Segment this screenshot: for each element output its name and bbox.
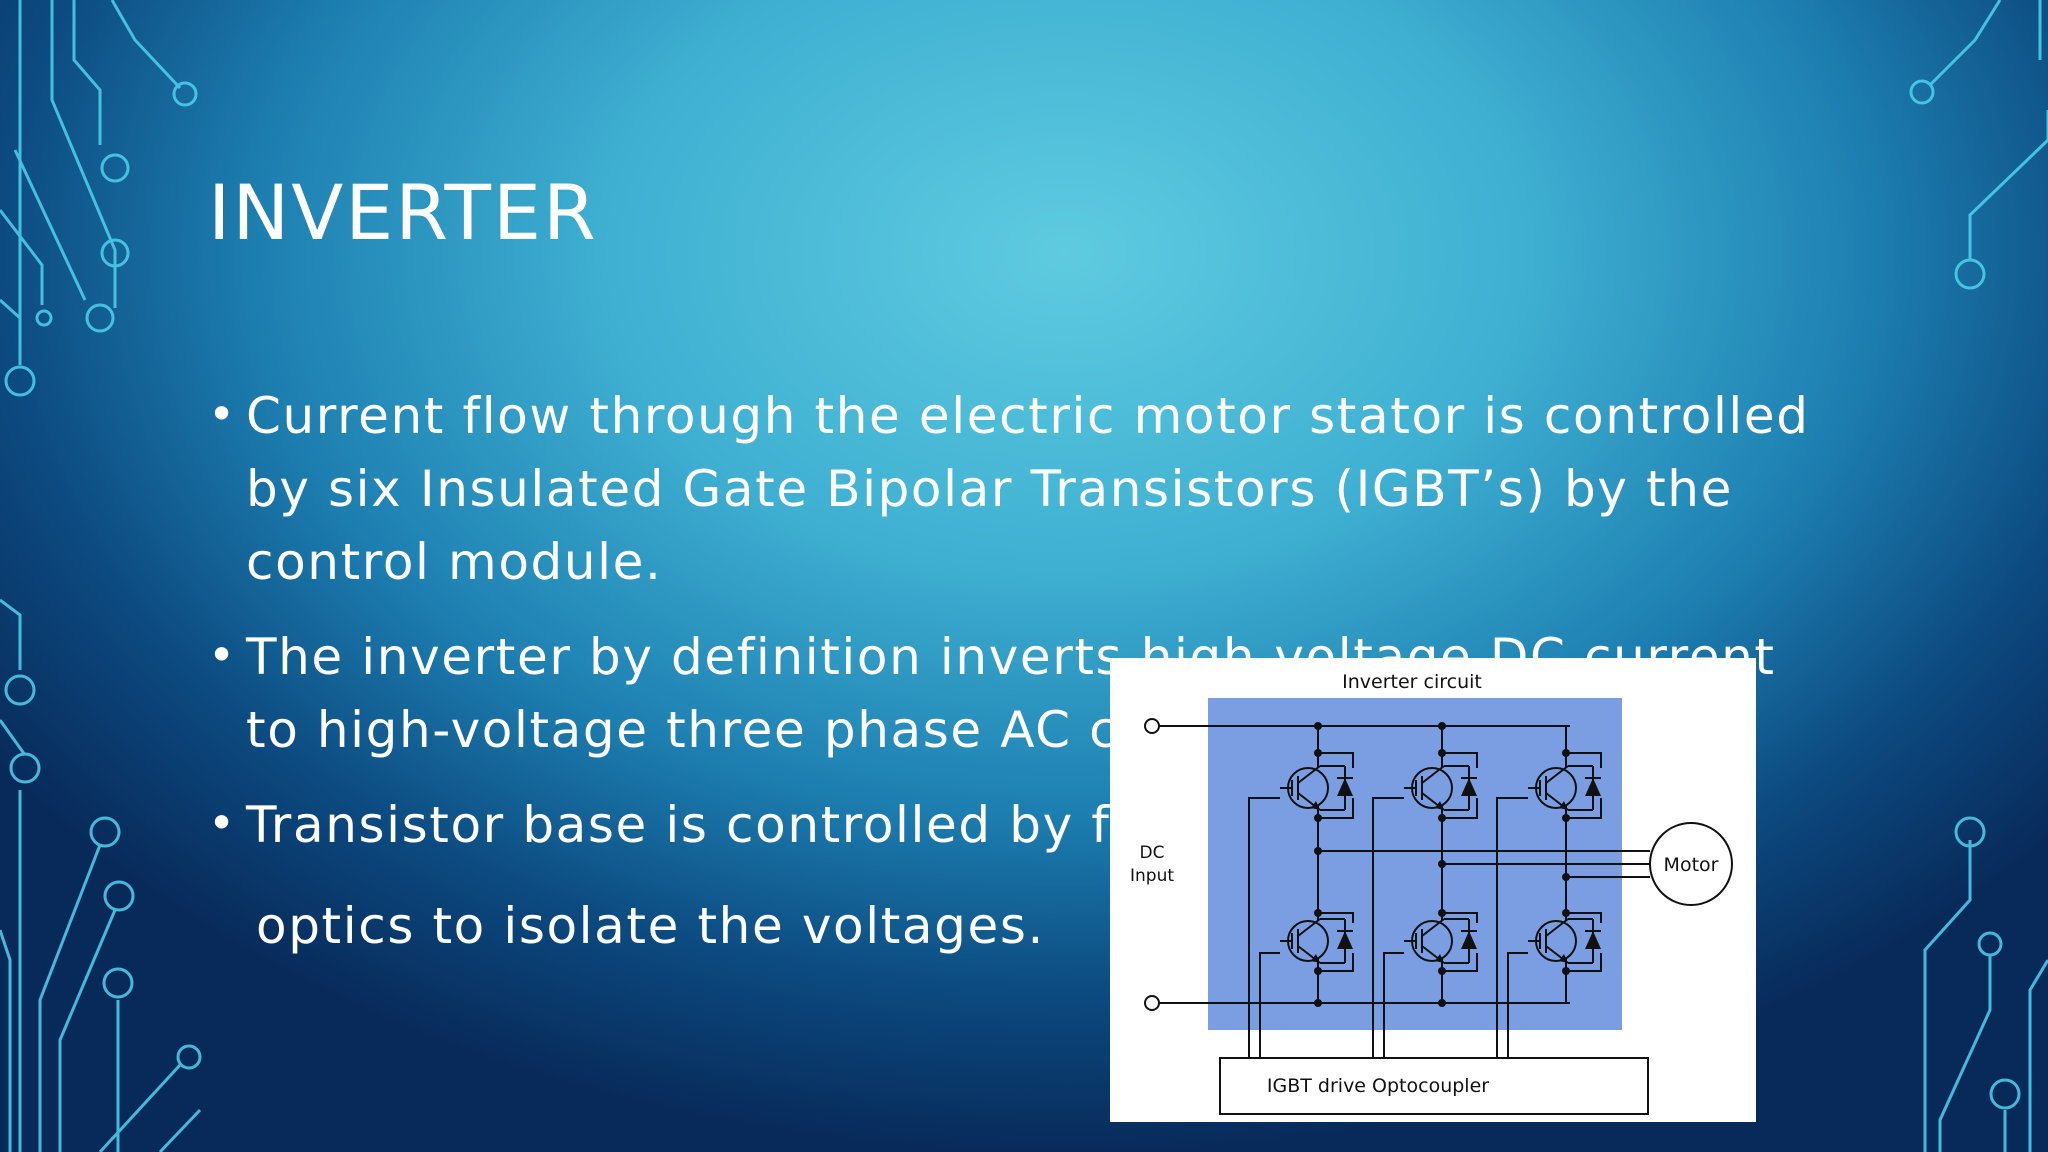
bullet-item: • Current flow through the electric moto… [208,380,1828,599]
dc-input-label: Input [1130,866,1174,886]
optocoupler-box [1219,1057,1649,1115]
bullet-text: Current flow through the electric motor … [246,387,1810,591]
slide-title: INVERTER [208,168,598,257]
bullet-dot-icon: • [208,796,237,850]
bullet-dot-icon: • [208,628,237,682]
bullet-item: • Transistor base is controlled by fiber [208,789,1828,862]
figure-title: Inverter circuit [1342,671,1482,693]
bullet-continuation: optics to isolate the voltages. [256,897,1045,955]
inverter-circuit-figure: Inverter circuit [1110,658,1756,1122]
dc-input-label: DC [1140,843,1165,863]
optocoupler-label: IGBT drive Optocoupler [1267,1075,1489,1097]
motor-icon [1649,822,1733,906]
bullet-text: Transistor base is controlled by fiber [246,796,1214,854]
bullet-dot-icon: • [208,387,237,441]
motor-label: Motor [1664,854,1719,876]
